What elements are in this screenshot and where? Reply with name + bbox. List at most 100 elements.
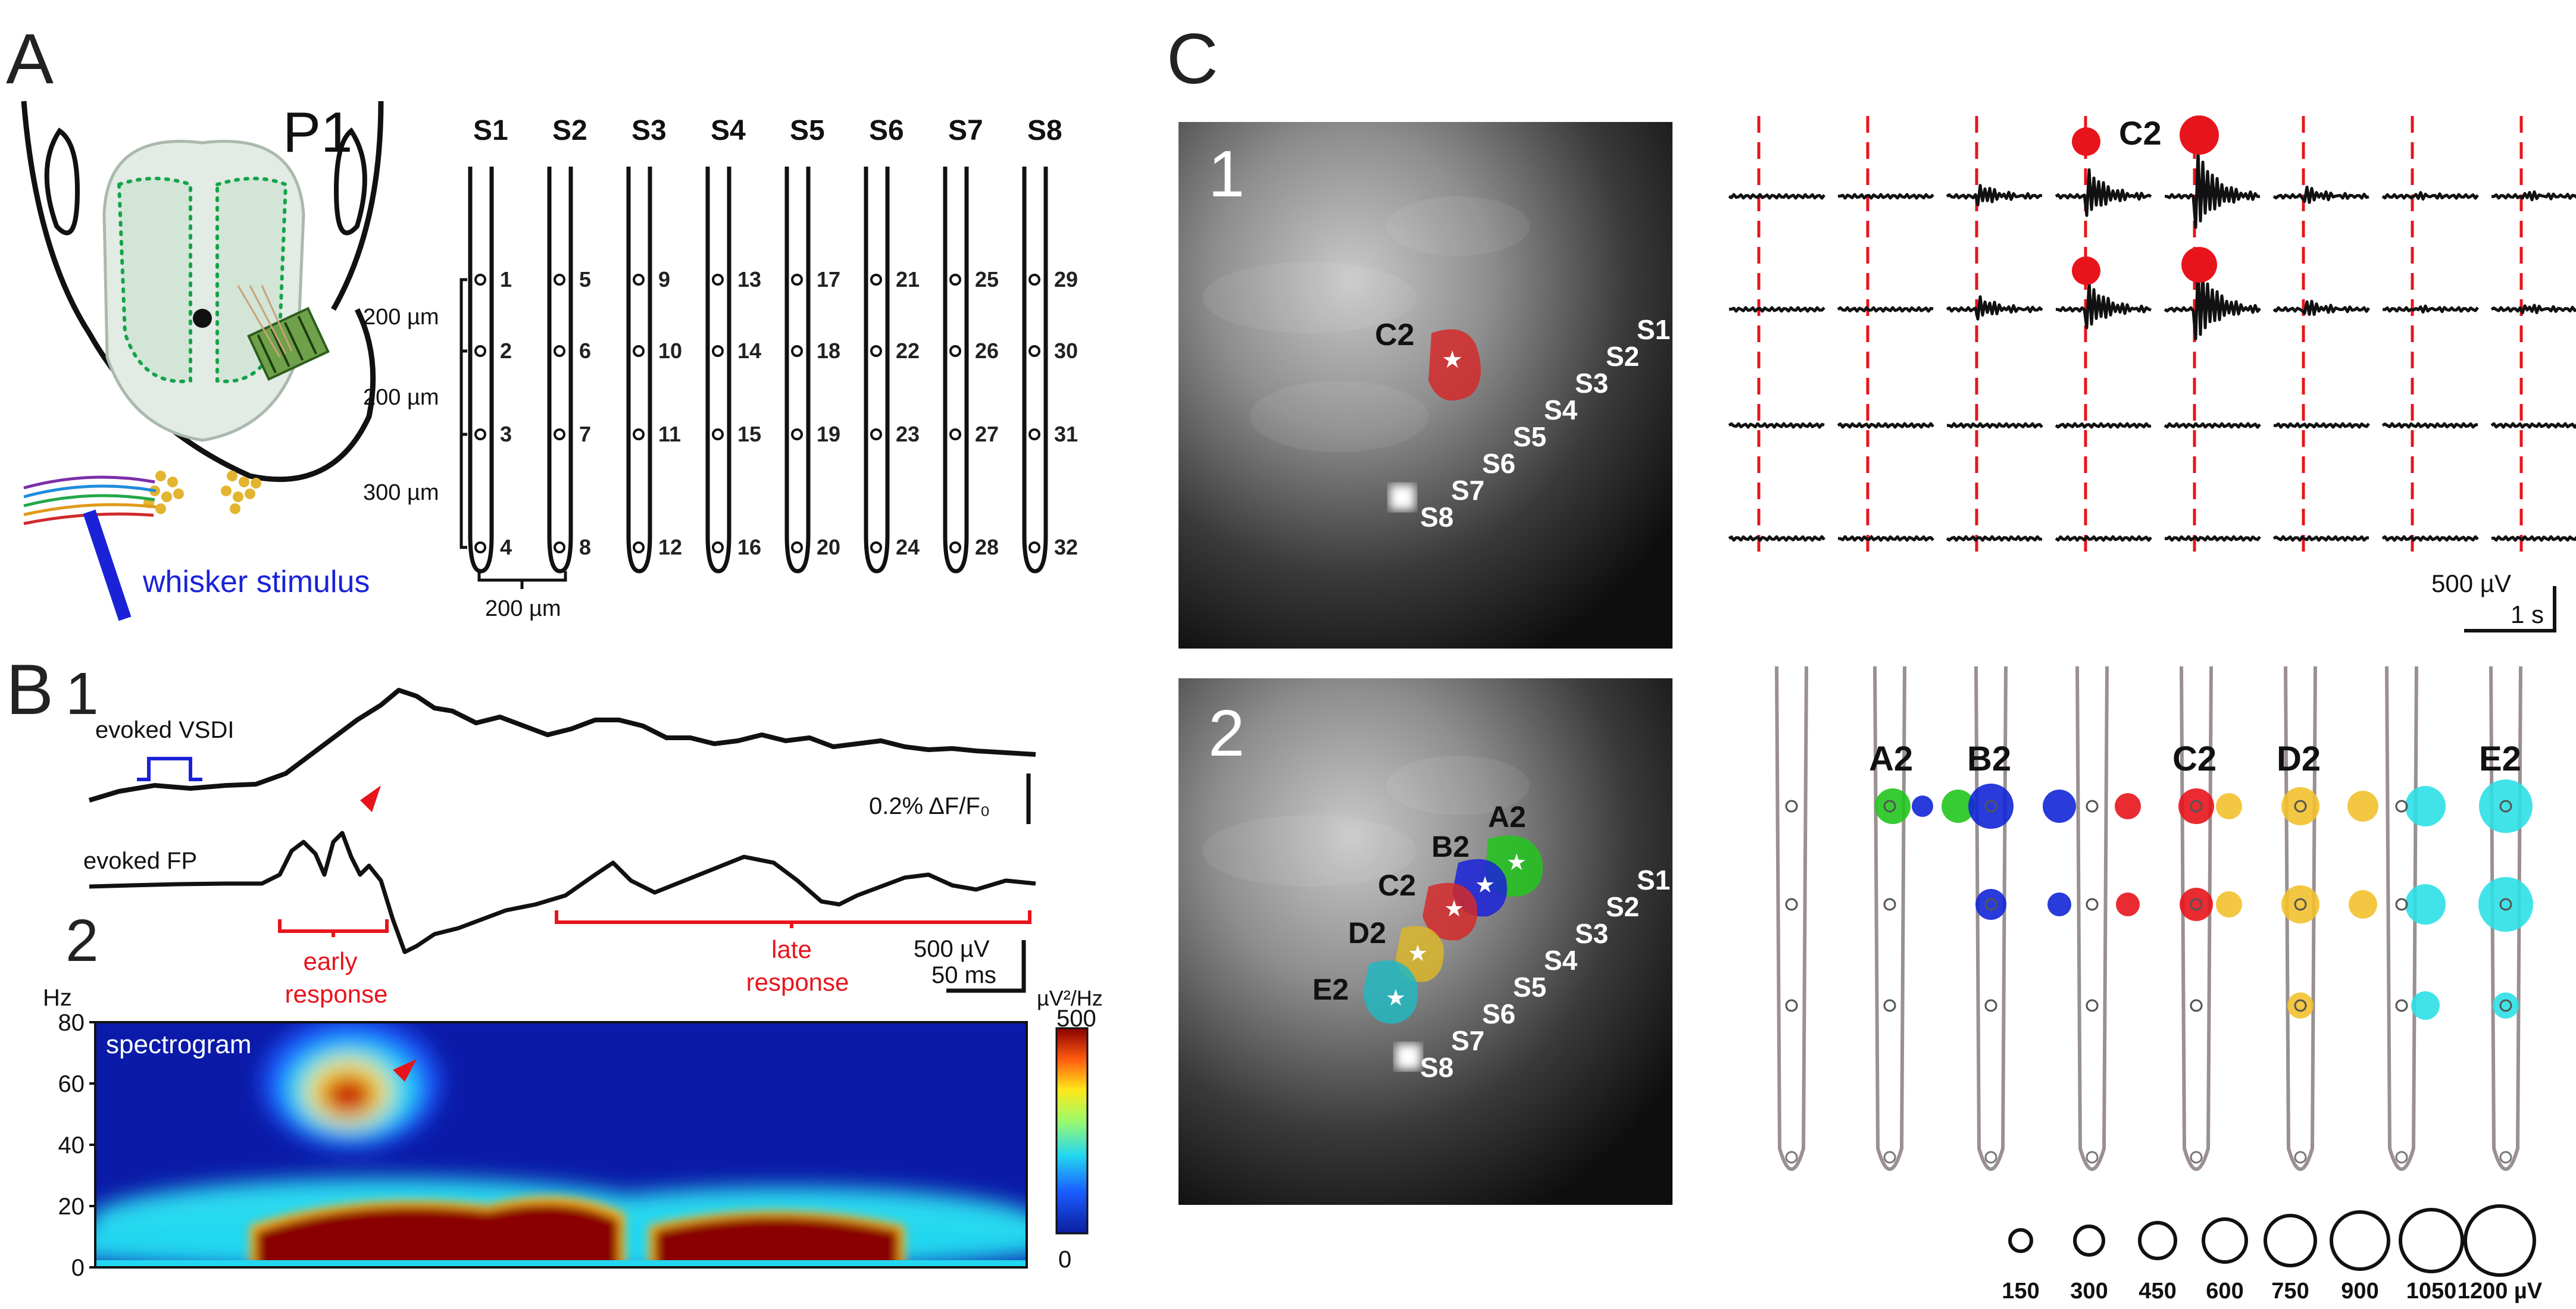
channel-number: 22 [896, 339, 920, 363]
early-bracket [278, 919, 389, 937]
response-dot [1912, 796, 1933, 817]
recording-site-overlay [1984, 999, 1997, 1012]
size-legend-circle [2464, 1204, 2536, 1277]
star-icon: ★ [1386, 986, 1406, 1011]
recording-site-overlay [2395, 898, 2408, 911]
star-icon: ★ [1444, 897, 1464, 922]
evoked-trace [2164, 535, 2261, 542]
image-2-e2-label: E2 [1312, 973, 1349, 1006]
channel-number: 5 [579, 267, 591, 292]
response-dot [2180, 888, 2213, 921]
vsdi-scale-label: 0.2% ΔF/F₀ [869, 793, 990, 819]
channel-number: 23 [896, 422, 920, 446]
channel-number: 6 [579, 339, 591, 363]
star-icon: ★ [1506, 850, 1527, 875]
shank-outline [943, 167, 969, 574]
recording-site [633, 428, 645, 440]
channel-number: 14 [737, 339, 761, 363]
image-shank-label: S5 [1513, 421, 1546, 452]
size-legend-label: 300 [2070, 1279, 2108, 1304]
recording-site-overlay [1785, 800, 1798, 813]
image-1-c2-label: C2 [1375, 318, 1414, 352]
shank-label-S3: S3 [632, 115, 667, 146]
recording-site [870, 541, 882, 553]
response-dot [1875, 788, 1911, 824]
recording-site [554, 274, 565, 286]
recording-site [870, 428, 882, 440]
channel-number: 12 [658, 535, 682, 559]
recording-site-overlay [2190, 898, 2203, 911]
recording-site-overlay [2294, 800, 2307, 813]
shank-label-S2: S2 [552, 115, 587, 146]
recording-site [1883, 1151, 1896, 1164]
ytick-label: 40 [58, 1132, 85, 1158]
panel-label-c: C [1167, 19, 1218, 99]
size-legend-label: 600 [2206, 1279, 2243, 1304]
recording-site [554, 541, 565, 553]
image-shank-label: S8 [1420, 1052, 1453, 1083]
recording-site [870, 274, 882, 286]
evoked-trace [2491, 535, 2576, 542]
channel-number: 2 [500, 339, 512, 363]
colorbar-unit: µV²/Hz [1037, 986, 1103, 1010]
channel-number: 8 [579, 535, 591, 559]
evoked-trace [2164, 422, 2261, 429]
fp-scale-bar [946, 940, 1026, 993]
probe-shank [2180, 666, 2213, 1171]
hz-label: Hz [43, 985, 72, 1011]
fp-arrowhead [360, 785, 381, 812]
image-shank-label: S7 [1451, 1025, 1484, 1056]
mouse-head-illustration [21, 101, 384, 621]
spectrogram-label: spectrogram [106, 1030, 252, 1059]
age-label: P1 [283, 101, 352, 164]
vsdi-image-2: 2 ★ ★ ★ ★ ★ A2 B2 C2 D2 E2 [1178, 678, 1672, 1205]
image-2-c2-label: C2 [1378, 869, 1416, 902]
size-legend-circle [2138, 1221, 2177, 1260]
probe-shank [1775, 666, 1808, 1171]
image-1-number: 1 [1208, 137, 1245, 211]
shank-outline [864, 167, 890, 574]
star-icon: ★ [1408, 941, 1428, 966]
ytick-label: 60 [58, 1071, 85, 1097]
evoked-trace [1728, 193, 1825, 200]
image-shank-label: S4 [1544, 394, 1578, 425]
evoked-trace [2164, 263, 2261, 340]
traces-scale-bar [2464, 586, 2556, 632]
evoked-trace [1946, 295, 2043, 321]
image-shank-label: S1 [1637, 865, 1670, 895]
size-legend-circle [2399, 1208, 2464, 1273]
fp-label: evoked FP [83, 848, 197, 874]
shank-label-S4: S4 [711, 115, 746, 146]
recording-site-overlay [1883, 800, 1896, 813]
recording-site [712, 428, 724, 440]
shank-outline [626, 167, 652, 574]
shank-label-S5: S5 [790, 115, 825, 146]
dim-label-3: 300 µm [363, 480, 439, 505]
image-2-b2-label: B2 [1431, 830, 1470, 863]
channel-number: 31 [1054, 422, 1078, 446]
channel-number: 7 [579, 422, 591, 446]
recording-site [949, 541, 961, 553]
probe-shanks-a: S11234S25678S39101112S413141516S51718192… [468, 115, 1078, 574]
evoked-trace [2272, 535, 2369, 542]
channel-number: 16 [737, 535, 761, 559]
recording-site [1028, 345, 1040, 357]
fp-scale-label: 500 µV [914, 936, 990, 962]
map-b2-label: B2 [1967, 740, 2011, 778]
channel-number: 1 [500, 267, 512, 292]
evoked-trace [1946, 535, 2043, 542]
star-icon: ★ [1442, 347, 1463, 373]
recording-site [949, 428, 961, 440]
size-legend-circle [2330, 1210, 2390, 1271]
channel-number: 4 [500, 535, 512, 559]
colorbar-max: 500 [1056, 1006, 1096, 1032]
spectrogram-arrowhead [393, 1059, 417, 1082]
channel-number: 11 [658, 422, 681, 446]
recording-site-overlay [2190, 999, 2203, 1012]
recording-site [1028, 428, 1040, 440]
evoked-trace [2055, 168, 2152, 217]
recording-site [949, 345, 961, 357]
vsdi-image-1: 1 C2 ★ [1178, 122, 1672, 649]
recording-site [474, 428, 486, 440]
